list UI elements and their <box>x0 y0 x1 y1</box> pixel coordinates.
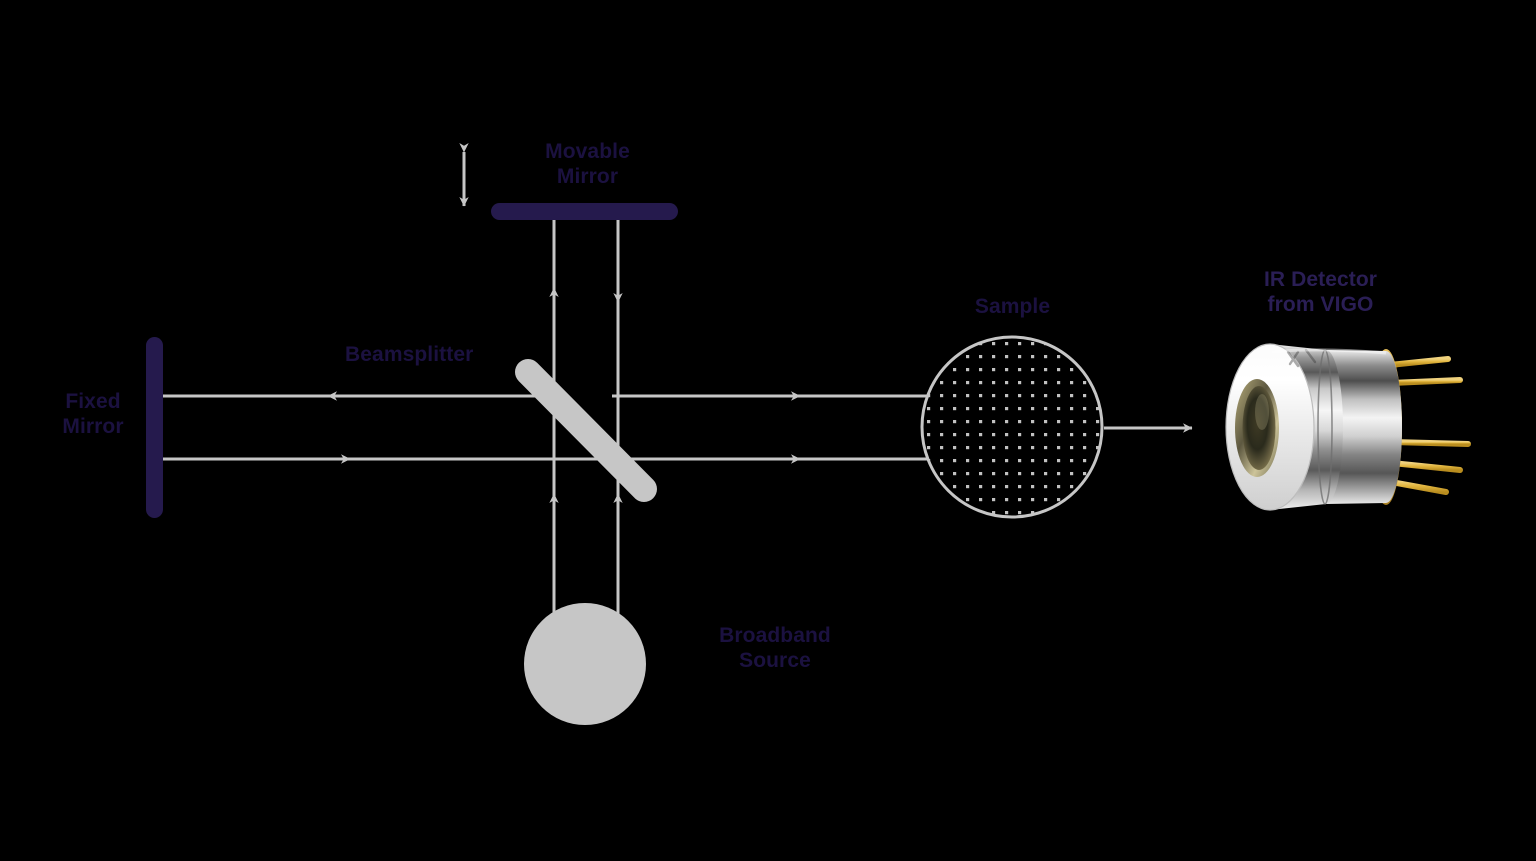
detector-window-glint <box>1255 394 1269 430</box>
detector-pin <box>1389 460 1463 473</box>
sample-disc-fill <box>922 337 1102 517</box>
detector-pin <box>1389 377 1463 386</box>
sample-disc-outline <box>920 335 1104 519</box>
detector-engraving <box>1286 348 1317 368</box>
ir-detector-image[interactable] <box>1225 343 1471 511</box>
detector-barrel-rear <box>1326 350 1402 504</box>
fixed-mirror[interactable] <box>146 337 163 518</box>
movable-mirror[interactable] <box>491 203 678 220</box>
detector-pin <box>1391 439 1471 447</box>
detector-pin <box>1387 356 1451 368</box>
sample[interactable] <box>920 335 1104 519</box>
beam-paths <box>162 219 1193 614</box>
detector-seam <box>1317 349 1333 505</box>
detector-front-face-edge <box>1225 343 1315 511</box>
beamsplitter[interactable] <box>515 359 657 502</box>
broadband-source[interactable] <box>524 603 646 725</box>
detector-top-highlight <box>1271 348 1387 355</box>
detector-window <box>1242 386 1276 470</box>
